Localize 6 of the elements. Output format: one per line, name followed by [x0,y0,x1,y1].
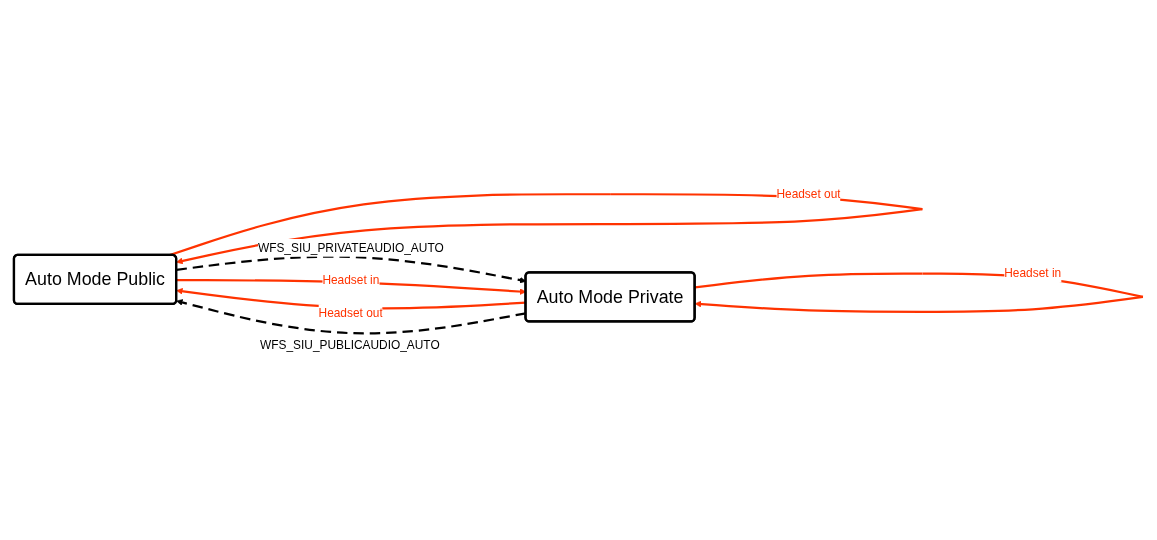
edge-label: Headset out [318,306,383,320]
edge-label: WFS_SIU_PRIVATEAUDIO_AUTO [257,241,444,254]
edge-label: Headset out [776,187,841,201]
edge-label: Headset in [1004,266,1062,280]
edge-label: Headset in [322,273,380,287]
edge-label: WFS_SIU_PUBLICAUDIO_AUTO [260,339,440,352]
